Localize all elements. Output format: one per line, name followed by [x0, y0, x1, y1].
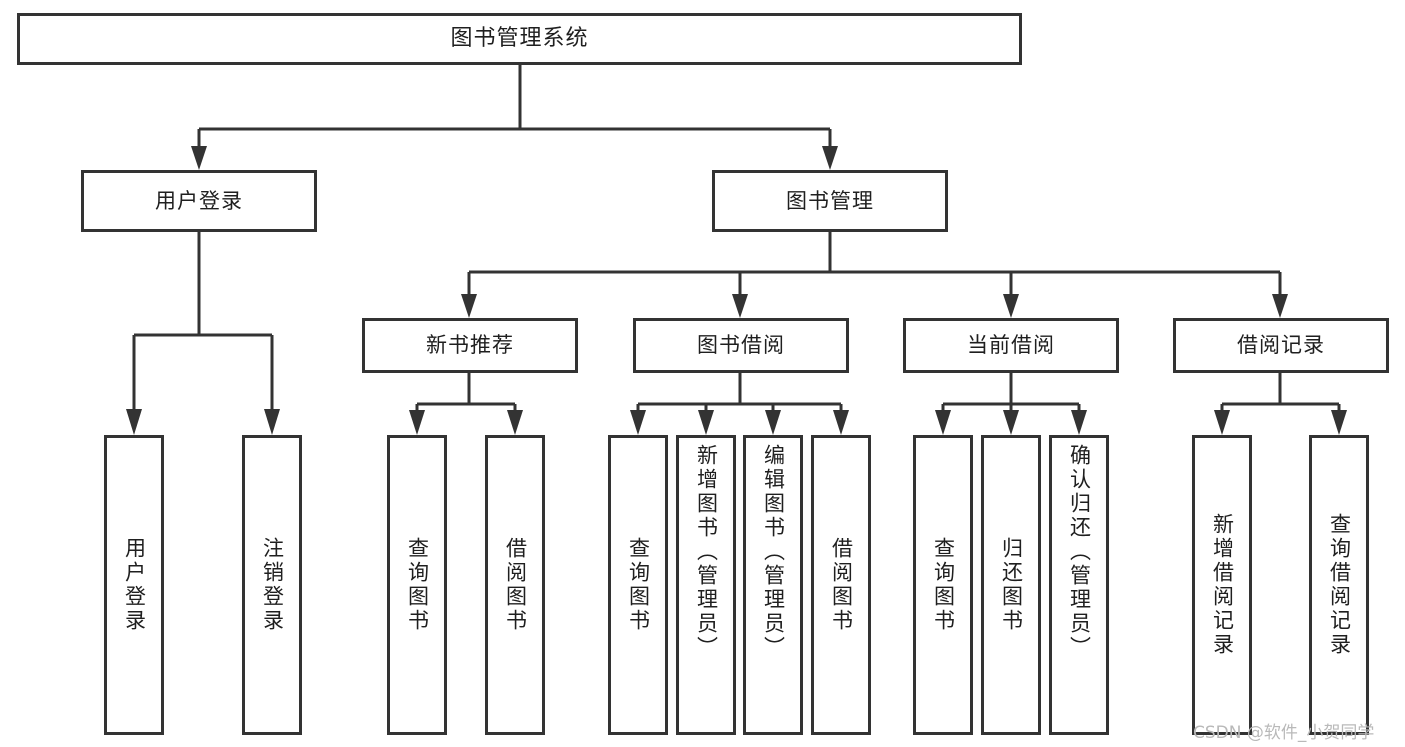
node-leaf-query-book-3[interactable]: 查询图书 — [913, 435, 973, 735]
node-leaf-borrow-book-2[interactable]: 借阅图书 — [811, 435, 871, 735]
arrowhead-book-borrow — [732, 294, 748, 318]
arrowhead-leaf-query-book-3 — [935, 410, 951, 435]
arrowhead-leaf-query-book-2 — [630, 410, 646, 435]
node-new-book-recommend[interactable]: 新书推荐 — [362, 318, 578, 373]
node-current-borrow[interactable]: 当前借阅 — [903, 318, 1119, 373]
arrowhead-leaf-add-record — [1214, 410, 1230, 435]
node-leaf-borrow-book-1[interactable]: 借阅图书 — [485, 435, 545, 735]
arrowhead-leaf-query-record — [1331, 410, 1347, 435]
node-leaf-add-book-label: 新增图书（管理员） — [694, 444, 719, 660]
node-leaf-user-logout-label: 注销登录 — [260, 537, 285, 633]
node-book-management-label: 图书管理 — [786, 188, 874, 213]
node-new-book-recommend-label: 新书推荐 — [426, 333, 514, 358]
arrowhead-new-book-recommend — [461, 294, 477, 318]
arrowhead-book-management — [822, 146, 838, 170]
arrowhead-leaf-borrow-book-2 — [833, 410, 849, 435]
node-user-login-label: 用户登录 — [155, 188, 243, 213]
node-borrow-record-label: 借阅记录 — [1237, 333, 1325, 358]
node-leaf-query-book-2[interactable]: 查询图书 — [608, 435, 668, 735]
arrowhead-leaf-add-book — [698, 410, 714, 435]
node-leaf-add-record-label: 新增借阅记录 — [1210, 513, 1235, 657]
arrowhead-leaf-borrow-book-1 — [507, 410, 523, 435]
node-leaf-user-login[interactable]: 用户登录 — [104, 435, 164, 735]
node-borrow-record[interactable]: 借阅记录 — [1173, 318, 1389, 373]
node-leaf-return-book-label: 归还图书 — [999, 537, 1024, 633]
node-leaf-edit-book-label: 编辑图书（管理员） — [761, 444, 786, 660]
node-leaf-add-record[interactable]: 新增借阅记录 — [1192, 435, 1252, 735]
node-leaf-edit-book[interactable]: 编辑图书（管理员） — [743, 435, 803, 735]
node-current-borrow-label: 当前借阅 — [967, 333, 1055, 358]
node-leaf-query-book-1[interactable]: 查询图书 — [387, 435, 447, 735]
arrowhead-leaf-query-book-1 — [409, 410, 425, 435]
node-book-borrow-label: 图书借阅 — [697, 333, 785, 358]
node-root-label: 图书管理系统 — [450, 25, 589, 51]
node-leaf-user-login-label: 用户登录 — [122, 537, 147, 633]
arrowhead-leaf-user-login — [126, 409, 142, 435]
node-user-login[interactable]: 用户登录 — [81, 170, 317, 232]
arrowhead-leaf-user-logout — [264, 409, 280, 435]
node-leaf-query-book-3-label: 查询图书 — [931, 537, 956, 633]
node-book-borrow[interactable]: 图书借阅 — [633, 318, 849, 373]
csdn-watermark: CSDN @软件_小贺同学 — [1193, 723, 1375, 743]
node-leaf-query-book-2-label: 查询图书 — [626, 537, 651, 633]
node-leaf-query-record[interactable]: 查询借阅记录 — [1309, 435, 1369, 735]
arrowhead-borrow-record — [1272, 294, 1288, 318]
arrowhead-leaf-confirm-return — [1071, 410, 1087, 435]
node-leaf-query-record-label: 查询借阅记录 — [1327, 513, 1352, 657]
node-book-management[interactable]: 图书管理 — [712, 170, 948, 232]
node-leaf-return-book[interactable]: 归还图书 — [981, 435, 1041, 735]
node-leaf-confirm-return-label: 确认归还（管理员） — [1067, 444, 1092, 660]
arrowhead-current-borrow — [1003, 294, 1019, 318]
node-leaf-user-logout[interactable]: 注销登录 — [242, 435, 302, 735]
arrowhead-user-login — [191, 146, 207, 170]
node-leaf-borrow-book-1-label: 借阅图书 — [503, 537, 528, 633]
node-leaf-query-book-1-label: 查询图书 — [405, 537, 430, 633]
node-leaf-confirm-return[interactable]: 确认归还（管理员） — [1049, 435, 1109, 735]
node-leaf-add-book[interactable]: 新增图书（管理员） — [676, 435, 736, 735]
arrowhead-leaf-return-book — [1003, 410, 1019, 435]
node-leaf-borrow-book-2-label: 借阅图书 — [829, 537, 854, 633]
node-root[interactable]: 图书管理系统 — [17, 13, 1022, 65]
arrowhead-leaf-edit-book — [765, 410, 781, 435]
